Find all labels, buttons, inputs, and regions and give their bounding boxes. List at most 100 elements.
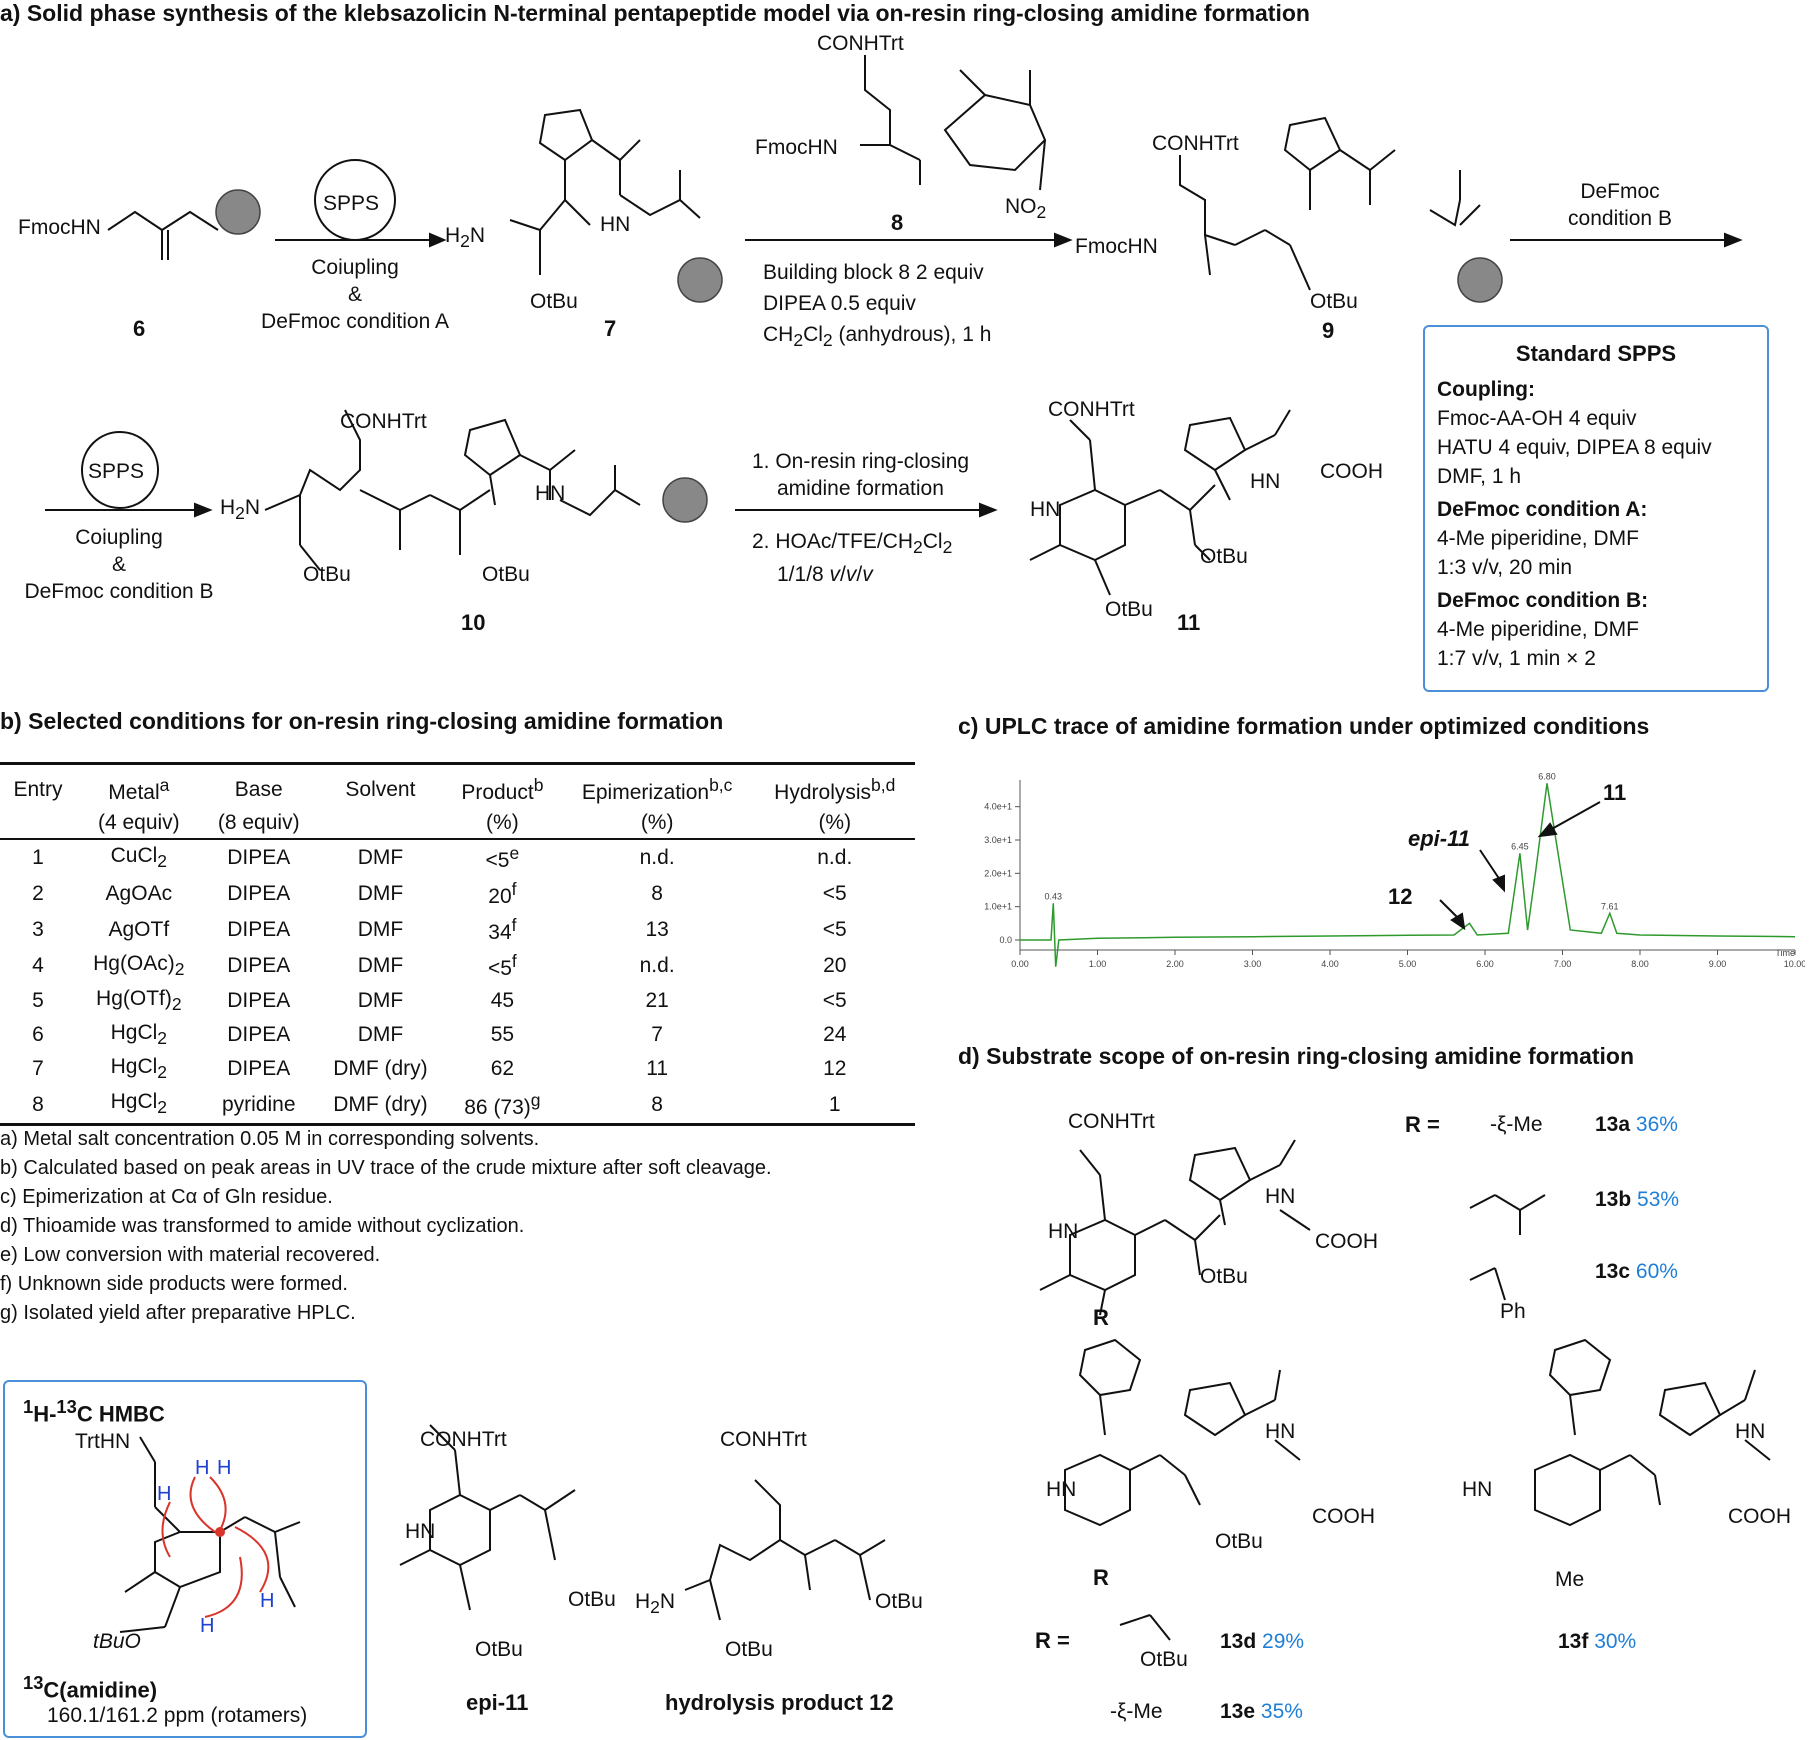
cmpd11-label: 11 bbox=[1177, 610, 1201, 635]
x-tick-label: 6.00 bbox=[1476, 959, 1494, 969]
th-base: Base bbox=[234, 778, 283, 801]
x-tick-label: 4.00 bbox=[1321, 959, 1339, 969]
table-cell: DMF bbox=[357, 1023, 404, 1047]
sub3-cooh: COOH bbox=[1728, 1505, 1791, 1528]
peak-label-12: 12 bbox=[1388, 884, 1413, 909]
table-cell: <5 bbox=[822, 989, 847, 1013]
entry-13e: 13e 35% bbox=[1220, 1700, 1303, 1723]
table-cell: DIPEA bbox=[227, 1057, 291, 1081]
cmpd6-fmochn: FmocHN bbox=[18, 216, 101, 239]
cmpd6-label: 6 bbox=[133, 316, 146, 341]
uplc-trace bbox=[1020, 783, 1796, 967]
sub3-hn: HN bbox=[1462, 1478, 1493, 1501]
table-cell: 86 (73)g bbox=[464, 1089, 541, 1119]
footnotes: a) Metal salt concentration 0.05 M in co… bbox=[0, 1125, 772, 1328]
cmpd11-conhtrt: CONHTrt bbox=[1048, 398, 1135, 421]
table-cell: AgOTf bbox=[108, 918, 170, 941]
epi11-conhtrt: CONHTrt bbox=[420, 1428, 507, 1451]
peak-annotation: 6.80 bbox=[1538, 771, 1556, 781]
y-tick-label: 4.0e+1 bbox=[984, 802, 1012, 812]
table-cell: 13 bbox=[645, 918, 669, 941]
svg-text:H: H bbox=[157, 1483, 171, 1505]
table-header-row: Entry Metala Base Solvent Productb Epime… bbox=[0, 772, 915, 808]
table-cell: 55 bbox=[490, 1023, 515, 1047]
cmpd9-fmochn: FmocHN bbox=[1075, 235, 1158, 258]
th-metal: Metala bbox=[108, 775, 170, 804]
table-cell: Hg(OAc)2 bbox=[93, 951, 185, 980]
cmpd9-conhtrt: CONHTrt bbox=[1152, 132, 1239, 155]
peak-annotation: 7.61 bbox=[1601, 901, 1619, 911]
peak-arrows bbox=[1439, 801, 1601, 931]
sub-r-label: R bbox=[1093, 1305, 1109, 1330]
r-13a-sub: -ξ-Me bbox=[1490, 1113, 1543, 1136]
table-cell: DMF (dry) bbox=[333, 1092, 428, 1116]
x-tick-label: 9.00 bbox=[1709, 959, 1727, 969]
x-tick-label: 0.00 bbox=[1011, 959, 1029, 969]
footnote-e: e) Low conversion with material recovere… bbox=[0, 1244, 381, 1266]
x-tick-label: 2.00 bbox=[1166, 959, 1184, 969]
table-cell: HgCl2 bbox=[110, 1090, 168, 1118]
r-eq-top: R = bbox=[1405, 1112, 1440, 1137]
x-tick-label: 3.00 bbox=[1244, 959, 1262, 969]
epi11-hn: HN bbox=[405, 1520, 436, 1543]
th-solvent: Solvent bbox=[345, 778, 416, 801]
table-cell: 20f bbox=[488, 879, 517, 908]
table-cell: 24 bbox=[823, 1023, 847, 1047]
footnote-b: b) Calculated based on peak areas in UV … bbox=[0, 1157, 772, 1179]
sub2-r-label: R bbox=[1093, 1565, 1109, 1590]
standard-spps-box: Standard SPPS Coupling: Fmoc-AA-OH 4 equ… bbox=[1423, 325, 1769, 692]
table-cell: DMF bbox=[357, 882, 404, 905]
entry-13f: 13f 30% bbox=[1558, 1630, 1637, 1653]
sub-conhtrt: CONHTrt bbox=[1068, 1110, 1155, 1133]
table-cell: 20 bbox=[823, 954, 847, 977]
section-b-title: b) Selected conditions for on-resin ring… bbox=[0, 708, 724, 734]
th-product-sub: (%) bbox=[486, 811, 519, 834]
step4-conditions: Coiupling&DeFmoc condition B bbox=[24, 526, 214, 603]
cmpd7-label: 7 bbox=[604, 316, 617, 341]
x-tick-label: 7.00 bbox=[1554, 959, 1572, 969]
footnote-f: f) Unknown side products were formed. bbox=[0, 1273, 348, 1295]
hydrolysis-label: hydrolysis product 12 bbox=[665, 1690, 894, 1715]
sub2-cooh: COOH bbox=[1312, 1505, 1375, 1528]
table-cell: DMF (dry) bbox=[333, 1057, 428, 1081]
table-cell: DIPEA bbox=[227, 1023, 291, 1047]
table-cell: n.d. bbox=[817, 846, 853, 869]
x-tick-label: 1.00 bbox=[1089, 959, 1107, 969]
table-cell: n.d. bbox=[639, 954, 675, 977]
peak-annotation: 0.43 bbox=[1045, 891, 1063, 901]
y-tick-label: 1.0e+1 bbox=[984, 902, 1012, 912]
epi11-otbu-2: OtBu bbox=[475, 1638, 523, 1661]
x-tick-label: 8.00 bbox=[1631, 959, 1649, 969]
y-tick-label: 2.0e+1 bbox=[984, 868, 1012, 878]
table-cell: HgCl2 bbox=[110, 1021, 168, 1049]
table-cell: Hg(OTf)2 bbox=[96, 987, 182, 1015]
svg-text:H: H bbox=[217, 1457, 231, 1479]
table-cell: DIPEA bbox=[227, 882, 291, 905]
table-cell: 21 bbox=[645, 989, 669, 1013]
table-cell: 6 bbox=[32, 1023, 44, 1047]
cmpd11-hn: HN bbox=[1030, 498, 1061, 521]
table-cell: DMF bbox=[357, 954, 404, 977]
table-cell: AgOAc bbox=[105, 882, 173, 905]
hmbc-title: 1H-13C HMBC bbox=[23, 1396, 165, 1427]
cmpd11-hn2: HN bbox=[1250, 470, 1281, 493]
table-cell: DIPEA bbox=[227, 918, 291, 941]
table-cell: 7 bbox=[32, 1057, 44, 1081]
cmpd7-h2n: H2N bbox=[445, 224, 486, 252]
cmpd8-conhtrt: CONHTrt bbox=[817, 32, 904, 55]
cmpd8-fmochn: FmocHN bbox=[755, 136, 838, 159]
section-c-title: c) UPLC trace of amidine formation under… bbox=[958, 713, 1650, 739]
hmbc-tbuo: tBuO bbox=[93, 1630, 141, 1653]
hyd12-h2n: H2N bbox=[635, 1590, 676, 1618]
table-cell: 34f bbox=[488, 915, 517, 944]
